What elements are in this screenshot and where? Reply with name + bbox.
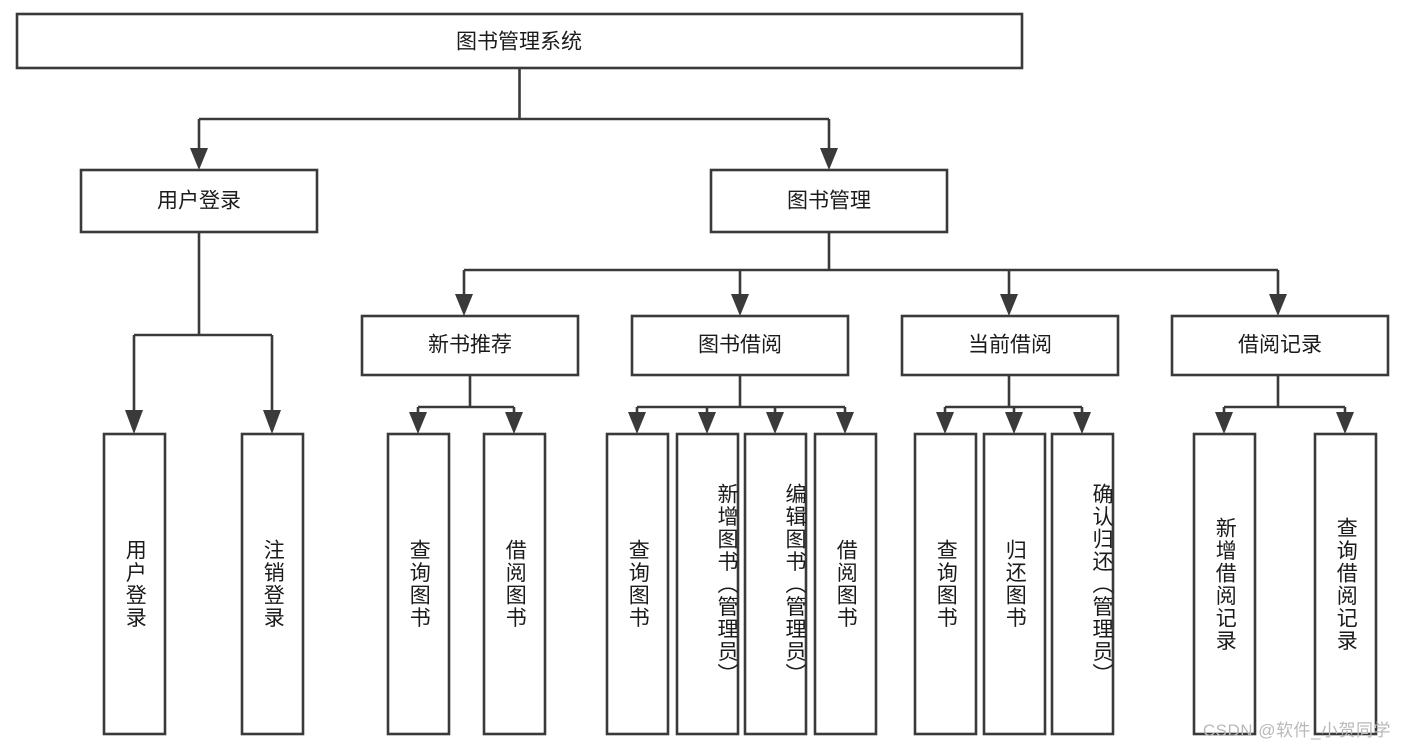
- node-borrow-record[interactable]: [1170, 314, 1390, 377]
- node-leaf-borrow-book-2[interactable]: [813, 432, 878, 736]
- node-user-login[interactable]: [79, 168, 319, 234]
- arrow-to-leaf-query-record: [1336, 412, 1354, 434]
- label-book-management: 图书管理: [787, 190, 871, 213]
- arrow-to-leaf-edit-book: [766, 412, 784, 434]
- node-leaf-logout[interactable]: [240, 432, 305, 736]
- connector-group-current-borrow: [936, 375, 1091, 434]
- node-leaf-edit-book-admin[interactable]: [743, 432, 808, 736]
- node-leaf-return-book[interactable]: [982, 432, 1047, 736]
- node-current-borrow[interactable]: [900, 314, 1120, 377]
- connector-group-book-borrow: [628, 375, 854, 434]
- arrow-to-borrow-record: [1269, 294, 1287, 316]
- connector-group-new-book-recommend: [409, 375, 523, 434]
- arrow-to-leaf-user-login: [125, 410, 143, 434]
- arrow-root-to-user-login: [190, 148, 208, 170]
- node-leaf-add-book-admin[interactable]: [675, 432, 740, 736]
- arrow-root-to-book-manage: [820, 148, 838, 170]
- arrow-to-current-borrow: [1000, 294, 1018, 316]
- node-book-borrow[interactable]: [630, 314, 850, 377]
- arrow-to-leaf-borrow-book-2: [836, 412, 854, 434]
- label-book-borrow: 图书借阅: [698, 334, 782, 357]
- arrow-to-leaf-add-record: [1215, 412, 1233, 434]
- arrow-to-leaf-query-book-3: [936, 412, 954, 434]
- label-new-book-recommend: 新书推荐: [428, 334, 512, 357]
- connector-group-book-manage: [455, 232, 1287, 316]
- arrow-to-leaf-confirm-return: [1073, 412, 1091, 434]
- node-leaf-query-borrow-record[interactable]: [1313, 432, 1378, 736]
- arrow-to-new-book-recommend: [455, 294, 473, 316]
- connector-group-root: [190, 68, 838, 170]
- node-leaf-query-book-2[interactable]: [605, 432, 670, 736]
- arrow-to-leaf-logout: [263, 410, 281, 434]
- node-book-management[interactable]: [709, 168, 949, 234]
- node-leaf-query-book-3[interactable]: [913, 432, 978, 736]
- node-leaf-add-borrow-record[interactable]: [1192, 432, 1257, 736]
- arrow-to-leaf-borrow-book-1: [505, 412, 523, 434]
- arrow-to-leaf-query-book-2: [628, 412, 646, 434]
- label-root-book-management-system: 图书管理系统: [456, 31, 582, 54]
- connector-group-borrow-record: [1215, 375, 1354, 434]
- arrow-to-leaf-add-book: [698, 412, 716, 434]
- connector-group-user-login: [125, 232, 281, 434]
- label-current-borrow: 当前借阅: [968, 334, 1052, 357]
- node-leaf-borrow-book-1[interactable]: [482, 432, 547, 736]
- node-leaf-query-book-1[interactable]: [386, 432, 451, 736]
- node-leaf-user-login[interactable]: [102, 432, 167, 736]
- arrow-to-book-borrow: [731, 294, 749, 316]
- node-leaf-confirm-return-admin[interactable]: [1050, 432, 1115, 736]
- label-borrow-record: 借阅记录: [1238, 334, 1322, 357]
- node-new-book-recommend[interactable]: [360, 314, 580, 377]
- label-user-login: 用户登录: [157, 190, 241, 213]
- node-root-book-management-system[interactable]: [15, 12, 1024, 70]
- arrow-to-leaf-query-book-1: [409, 412, 427, 434]
- arrow-to-leaf-return-book: [1005, 412, 1023, 434]
- watermark-text: CSDN @软件_小贺同学: [1202, 721, 1391, 740]
